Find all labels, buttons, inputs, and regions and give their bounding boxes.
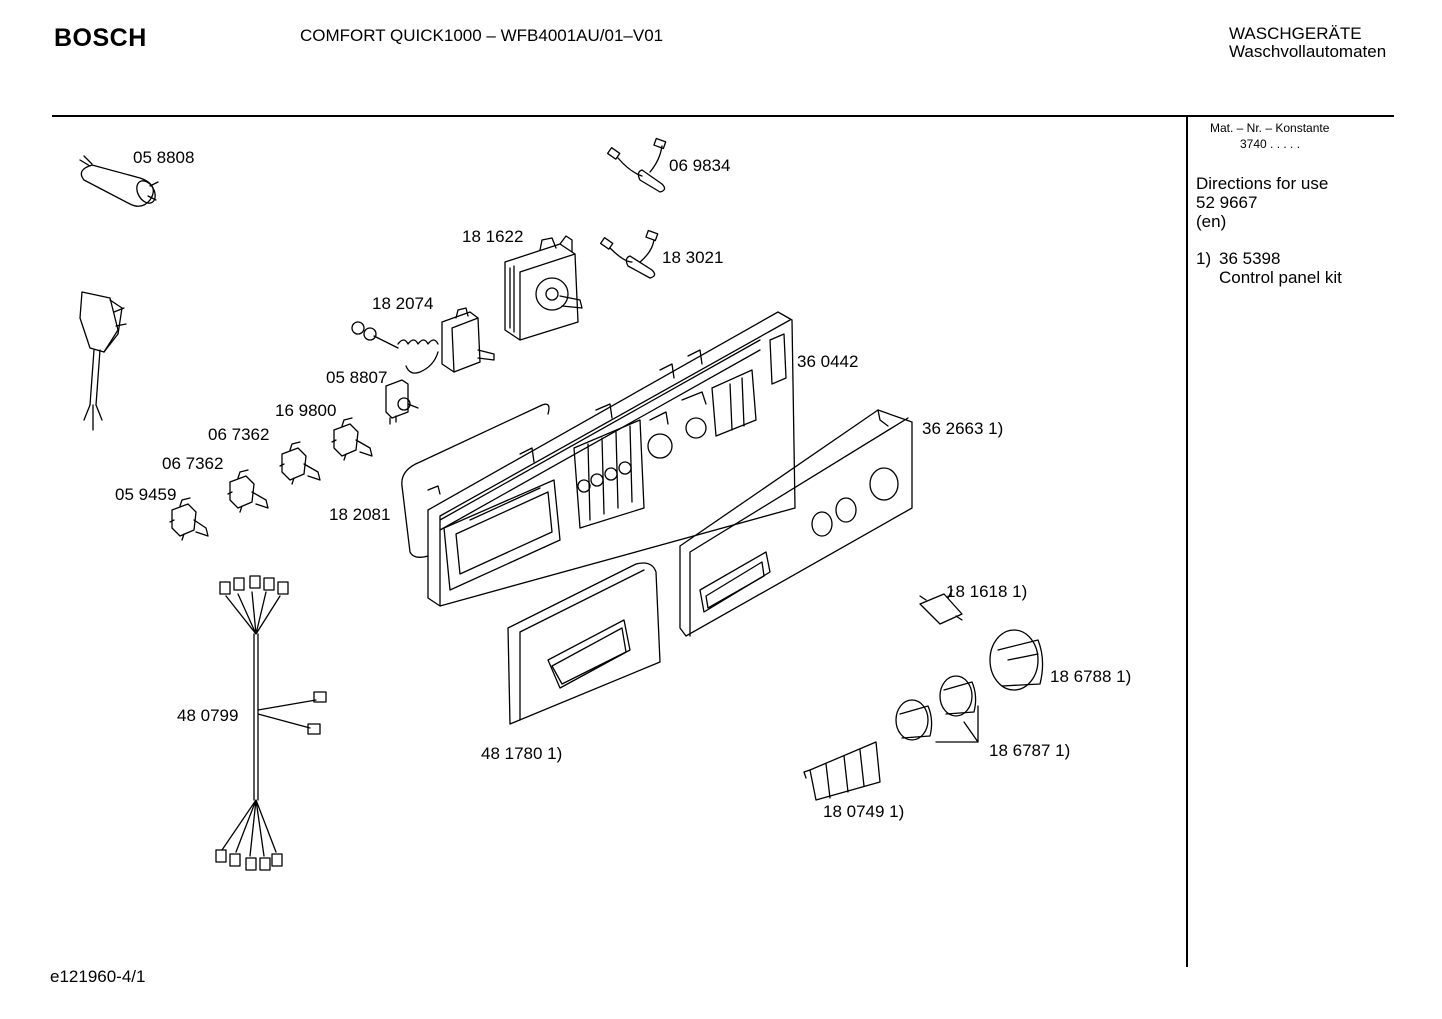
knob-small-drawing-2 [896,700,932,740]
drawer-handle-drawing [508,563,660,724]
front-panel-drawing [680,410,912,636]
category-title: WASCHGERÄTE [1229,24,1362,43]
kit-ref: 1) [1196,249,1212,268]
programme-switch-drawing [505,236,582,340]
part-label-362663: 36 2663 1) [922,419,1004,438]
header-divider [52,115,1394,117]
brand-logo: BOSCH [54,24,147,52]
cable-harness-drawing [216,576,326,870]
mat-label: Mat. – Nr. – Konstante [1210,121,1330,135]
part-label-181618: 18 1618 1) [946,582,1028,601]
knob-small-drawing-1 [940,676,976,716]
sidebar-divider [1186,117,1188,967]
part-label-067362b: 06 7362 [162,454,224,473]
mat-value: 3740 . . . . . [1240,137,1301,151]
potentiometer-drawing [386,380,418,424]
push-buttons-drawing [804,742,880,800]
temperature-switch-drawing [352,308,494,373]
knob-large-drawing [990,630,1043,690]
sensor-wire-drawing-2 [601,230,658,278]
capacitor-drawing [80,156,159,206]
part-label-181622: 18 1622 [462,227,524,246]
push-switch-drawing-067362a [280,442,320,484]
part-label-360442: 36 0442 [797,352,859,371]
drawing-id: e121960-4/1 [50,967,146,986]
panel-carrier-drawing [402,312,795,606]
part-label-182081: 18 2081 [329,505,391,524]
part-label-169800: 16 9800 [275,401,337,420]
push-switch-drawing-067362b [228,470,268,512]
push-switch-drawing-169800 [332,418,372,460]
part-label-481780: 48 1780 1) [481,744,563,763]
directions-lang: (en) [1196,212,1227,231]
kit-desc: Control panel kit [1219,268,1342,287]
push-switch-drawing-059459 [170,498,208,540]
part-label-059459: 05 9459 [115,485,177,504]
sensor-wire-drawing [608,138,666,192]
part-label-186787: 18 6787 1) [989,741,1071,760]
part-label-058807: 05 8807 [326,368,388,387]
directions-number: 52 9667 [1196,193,1258,212]
directions-title: Directions for use [1196,174,1329,193]
part-label-183021: 18 3021 [662,248,724,267]
part-label-067362a: 06 7362 [208,425,270,444]
part-label-480799: 48 0799 [177,706,239,725]
kit-number: 36 5398 [1219,249,1281,268]
model-title: COMFORT QUICK1000 – WFB4001AU/01–V01 [300,26,664,45]
part-label-186788: 18 6788 1) [1050,667,1132,686]
part-label-058808: 05 8808 [133,148,195,167]
leader-186787 [936,706,978,742]
subcategory-title: Waschvollautomaten [1229,42,1387,61]
power-plug-drawing [80,292,126,430]
part-label-069834: 06 9834 [669,156,731,175]
indicator-lamp-drawing [920,590,962,624]
part-label-182074: 18 2074 [372,294,434,313]
part-label-180749: 18 0749 1) [823,802,905,821]
